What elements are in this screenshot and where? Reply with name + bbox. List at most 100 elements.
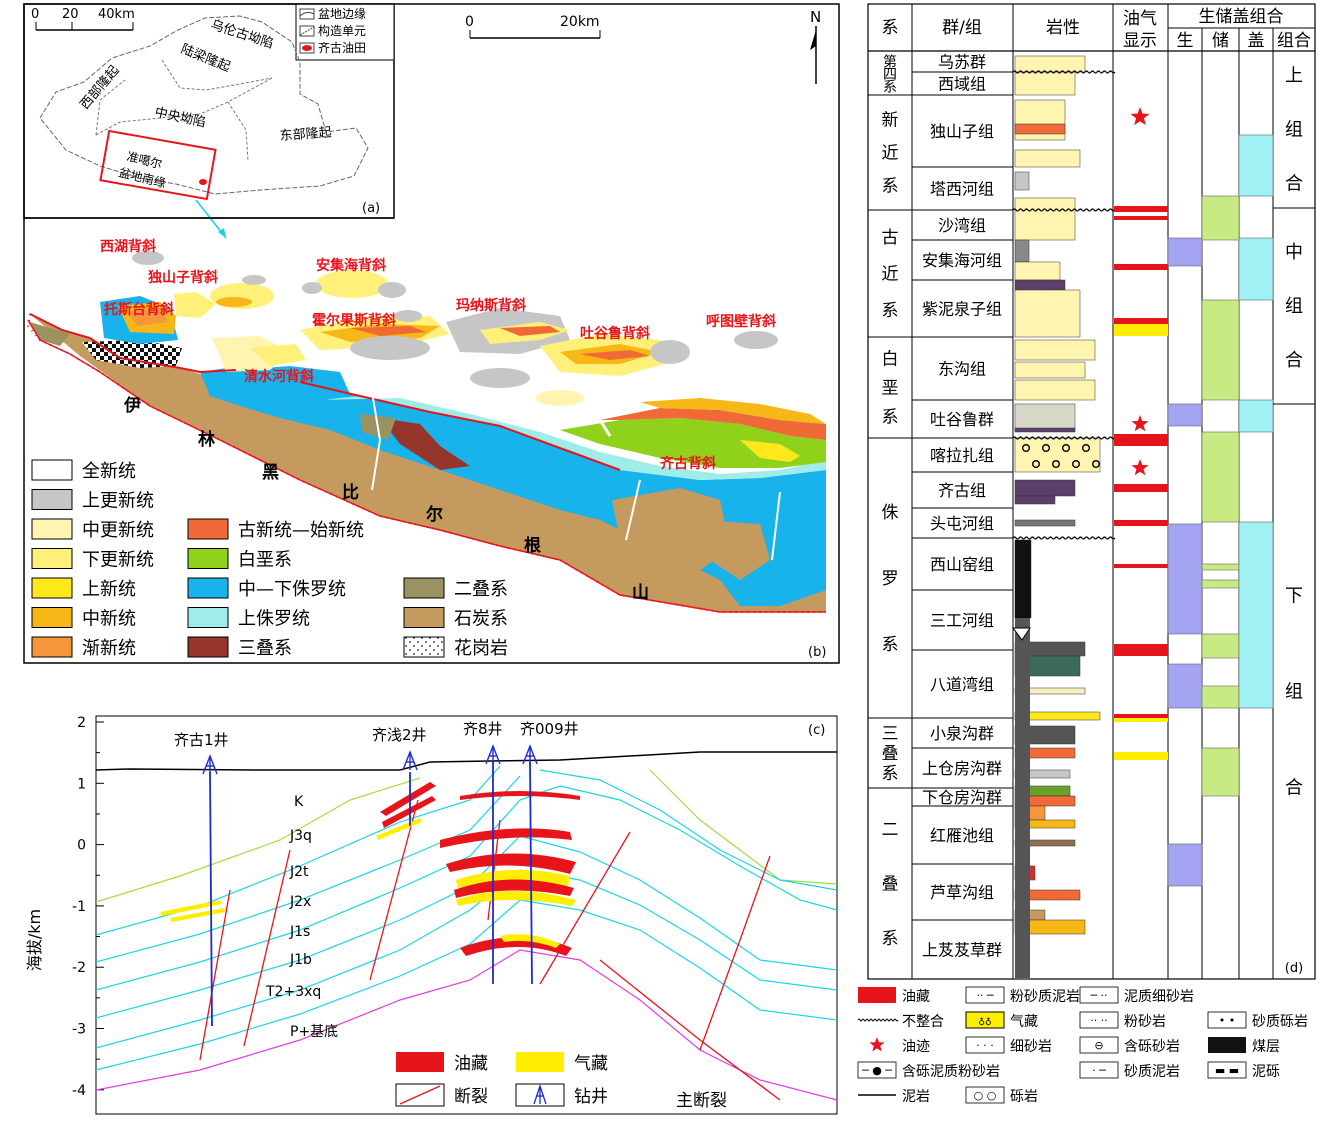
label-anjihai-anticline: 安集海背斜 [316,257,386,274]
legend-swatch-sand-mud: · ─ [1079,1061,1119,1079]
svg-text:▬ ▬: ▬ ▬ [1215,1064,1239,1077]
panel-b: 0 20km N [23,3,840,664]
d-combo-2-char-2: 合 [1285,778,1303,799]
stratum-J3q: J3q [289,828,312,844]
panel-b-label: (b) [808,645,826,660]
d-reservoir-7 [1201,747,1240,797]
d-gas-show-1 [1114,718,1168,722]
legend-swatch-mud-gravel: ▬ ▬ [1207,1061,1247,1079]
d-source-rock-2 [1167,523,1203,635]
legend-label-5: 粉砂岩 [1124,1014,1166,1030]
d-seal-3 [1238,521,1274,709]
y-tick-2: 0 [77,838,86,854]
d-header-sub-3: 组合 [1277,31,1311,51]
legend-label-11: 含砾泥质粉砂岩 [902,1064,1000,1080]
stratum-K: K [294,794,304,810]
d-system-3-char-2: 系 [882,407,899,427]
y-axis-label: 海拔/km [25,909,44,971]
legend-label-14: 泥岩 [902,1089,930,1105]
mountain-char-7: 山 [632,583,649,603]
d-combo-2-char-0: 下 [1285,586,1303,607]
b-legend-swatch-9 [187,577,229,599]
d-system-6-char-1: 叠 [882,875,899,895]
d-header-system: 系 [882,18,899,38]
d-formation-2: 独山子组 [930,122,994,141]
d-litho-layer-17 [1014,479,1076,497]
panel-a-legend: 盆地边缘 构造单元 齐古油田 [295,3,395,61]
well-icons [202,744,538,775]
d-system-2-char-2: 系 [882,301,899,321]
b-legend-label-12: 二叠系 [454,579,508,600]
d-system-5-char-0: 三 [882,724,899,744]
drill-well-icon [533,1083,547,1105]
d-reservoir-4 [1201,579,1240,589]
d-litho-layer-12 [1014,361,1086,379]
label-horgos-anticline: 霍尔果斯背斜 [312,312,396,329]
anticline-labels: 西湖背斜 独山子背斜 安集海背斜 托斯台背斜 霍尔果斯背斜 玛纳斯背斜 吐谷鲁背… [100,238,776,472]
panel-a-label: (a) [362,201,380,216]
svg-text:─ ··: ─ ·· [1089,989,1107,1002]
north-label: N [810,8,821,26]
d-formation-8: 吐谷鲁群 [930,410,994,429]
d-litho-layer-8 [1014,261,1061,281]
label-manas-anticline: 玛纳斯背斜 [456,297,526,314]
d-formation-9: 喀拉扎组 [930,446,994,465]
c-label-main-fault: 主断裂 [676,1091,727,1111]
b-legend-swatch-7 [187,518,229,540]
b-legend-swatch-2 [31,518,73,540]
b-legend-label-11: 三叠系 [238,638,292,659]
faults [199,799,781,1101]
y-axis: 210-1-2-3-4 [72,715,104,1114]
d-reservoir-5 [1201,633,1240,659]
d-header-sub-0: 生 [1177,31,1194,51]
legend-swatch-coal [1208,1037,1246,1053]
d-formation-1: 西域组 [938,75,986,94]
legend-swatch-pebble-mud: ─ ● ─ [857,1061,897,1079]
b-legend-swatch-0 [31,459,73,481]
d-formation-11: 头屯河组 [930,514,994,533]
d-oil-show-7 [1114,564,1168,568]
c-legend-gas: 气藏 [574,1054,608,1074]
legend-swatch-fine-sand: · · · [965,1036,1005,1054]
d-reservoir-2 [1201,431,1240,523]
svg-text:─ ● ─: ─ ● ─ [861,1064,892,1077]
d-formation-13: 三工河组 [930,611,994,630]
oil-trace-star-icon-0 [1130,107,1150,126]
legend-label-1: 粉砂质泥岩 [1010,989,1080,1005]
y-tick-3: -1 [72,899,86,915]
d-system-1-char-1: 近 [882,144,899,164]
drill-rig-icon-3 [522,744,538,765]
mountain-char-2: 林 [198,429,215,450]
d-formation-19: 芦草沟组 [930,883,994,902]
panel-d-label: (d) [1285,961,1303,976]
panel-a-scale-bar: 0 20 40km [31,7,135,31]
b-legend-swatch-11 [187,636,229,658]
panel-d: 系群/组岩性油气显示生储盖组合生储盖组合乌苏群西域组独山子组塔西河组沙湾组安集海… [867,3,1316,980]
b-legend-label-5: 中新统 [82,609,136,630]
d-system-4-char-1: 罗 [882,569,899,589]
d-header-sub-1: 储 [1212,31,1229,51]
d-formation-7: 东沟组 [938,360,986,379]
d-seal-1 [1238,237,1274,301]
svg-text:·· ─: ·· ─ [976,989,993,1002]
y-tick-4: -2 [72,960,86,976]
d-system-5-char-1: 叠 [882,744,899,764]
a-scale-0: 0 [31,7,39,22]
d-system-0-char-0: 第 [883,53,897,70]
d-litho-layer-5 [1014,171,1030,191]
svg-text:♁♁: ♁♁ [978,1017,991,1028]
b-legend-swatch-12 [403,577,445,599]
unconformity-line [1012,70,1116,74]
d-system-1-char-2: 系 [882,176,899,196]
d-litho-layer-10 [1014,289,1081,338]
stratum-J2t: J2t [289,864,309,880]
legend-swatch-cong: ○ ○ [965,1086,1005,1104]
b-legend-swatch-1 [31,489,73,510]
d-oil-show-0 [1114,206,1168,212]
a-scale-40: 40km [98,7,135,22]
d-formation-14: 八道湾组 [930,675,994,694]
well-labels: 齐古1井 齐浅2井 齐8井 齐009井 [174,720,579,749]
a-legend-qigu-oilfield: 齐古油田 [318,40,366,55]
d-formation-10: 齐古组 [938,481,986,500]
